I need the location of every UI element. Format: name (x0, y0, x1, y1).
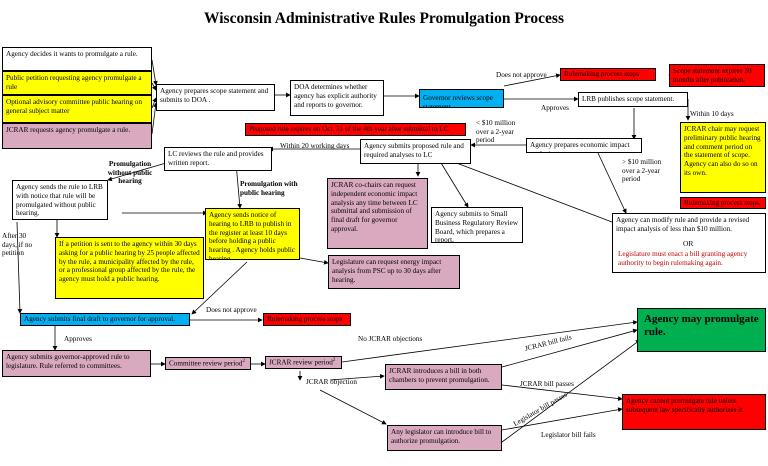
committee-review-label: Committee review period (169, 359, 243, 368)
agency-decides-box: Agency decides it wants to promulgate a … (2, 47, 152, 71)
jcrar-requests-box: JCRAR requests agency promulgate a rule. (2, 123, 152, 149)
introduces-bill-box: JCRAR introduces a bill in both chambers… (385, 364, 502, 390)
psc-analysis-box: Legislature can request energy impact an… (328, 255, 460, 289)
or-label: OR (683, 239, 694, 248)
within-20-days-label: Within 20 working days (280, 142, 350, 150)
governor-reviews-box: Governor reviews scope statement. (419, 89, 504, 108)
proposed-expires-box: Proposed rule expires on Oct. 31 of the … (245, 123, 466, 136)
economic-impact-box: Agency prepares economic impact analysis… (526, 138, 642, 153)
over-10m-label: > $10 million over a 2-year period (622, 158, 662, 184)
rulemaking-stops-chair-box: Rulemaking process stops. (680, 197, 766, 209)
with-hearing-label: Promulgation with public hearing (240, 180, 298, 197)
public-petition-box: Public petition requesting agency promul… (2, 71, 152, 95)
page-title: Wisconsin Administrative Rules Promulgat… (204, 10, 564, 27)
legislator-bill-fails-label: Legislator bill fails (541, 431, 596, 439)
lc-reviews-box: LC reviews the rule and provides written… (164, 147, 272, 171)
jcrar-bill-passes-label: JCRAR bill passes (520, 380, 574, 388)
does-not-approve-label-1: Does not approve (496, 71, 547, 79)
may-promulgate-box: Agency may promulgate rule. (637, 308, 766, 352)
doa-determines-box: DOA determines whether agency has explic… (290, 80, 384, 116)
without-hearing-label: Promulgation without public hearing (107, 160, 153, 186)
jcrar-cochairs-box: JCRAR co-chairs can request independent … (327, 178, 428, 249)
does-not-approve-label-2: Does not approve (206, 306, 257, 314)
small-business-box: Agency submits to Small Business Regulat… (431, 207, 523, 243)
cannot-promulgate-box: Agency cannot promulgate rule unless sub… (622, 394, 766, 430)
rulemaking-stops-box-2: Rulemaking process stops (263, 313, 351, 326)
sends-hearing-notice-box: Agency sends notice of hearing to LRB to… (205, 208, 300, 260)
advisory-committee-box: Optional advisory committee public heari… (2, 95, 152, 123)
scope-expires-box: Scope statement expires 30 months after … (669, 64, 765, 87)
approves-label-2: Approves (64, 335, 92, 343)
final-draft-box: Agency submits final draft to governor f… (20, 313, 190, 326)
scope-statement-box: Agency prepares scope statement and subm… (156, 84, 275, 111)
jcrar-chair-box: JCRAR chair may request preliminary publ… (680, 122, 766, 193)
within-10-days-label: Within 10 days (690, 110, 734, 118)
legislature-bill-label: Legislature must enact a bill granting a… (618, 250, 748, 267)
submits-proposed-box: Agency submits proposed rule and require… (360, 139, 471, 164)
jcrar-review-box: JCRAR review period2 (265, 356, 342, 369)
approved-rule-box: Agency submits governor-approved rule to… (2, 350, 151, 377)
approves-label-1: Approves (541, 104, 569, 112)
modify-rule-box: Agency can modify rule and provide a rev… (612, 213, 766, 273)
any-legislator-box: Any legislator can introduce bill to aut… (387, 425, 502, 451)
under-10m-label: < $10 million over a 2-year period (476, 119, 516, 145)
jcrar-objection-label: JCRAR objection (306, 378, 357, 386)
no-jcrar-objections-label: No JCRAR objections (358, 335, 423, 343)
petition-30-days-box: If a petition is sent to the agency with… (55, 237, 204, 299)
rulemaking-stops-box-1: Rulemaking process stops (560, 68, 656, 81)
committee-review-box: Committee review period2 (165, 357, 251, 370)
after-30-days-label: After 30 days, if no petition (2, 232, 33, 258)
sends-lrb-notice-box: Agency sends the rule to LRB with notice… (12, 180, 108, 220)
jcrar-review-label: JCRAR review period (269, 358, 333, 367)
lrb-publishes-box: LRB publishes scope statement. (578, 92, 688, 107)
